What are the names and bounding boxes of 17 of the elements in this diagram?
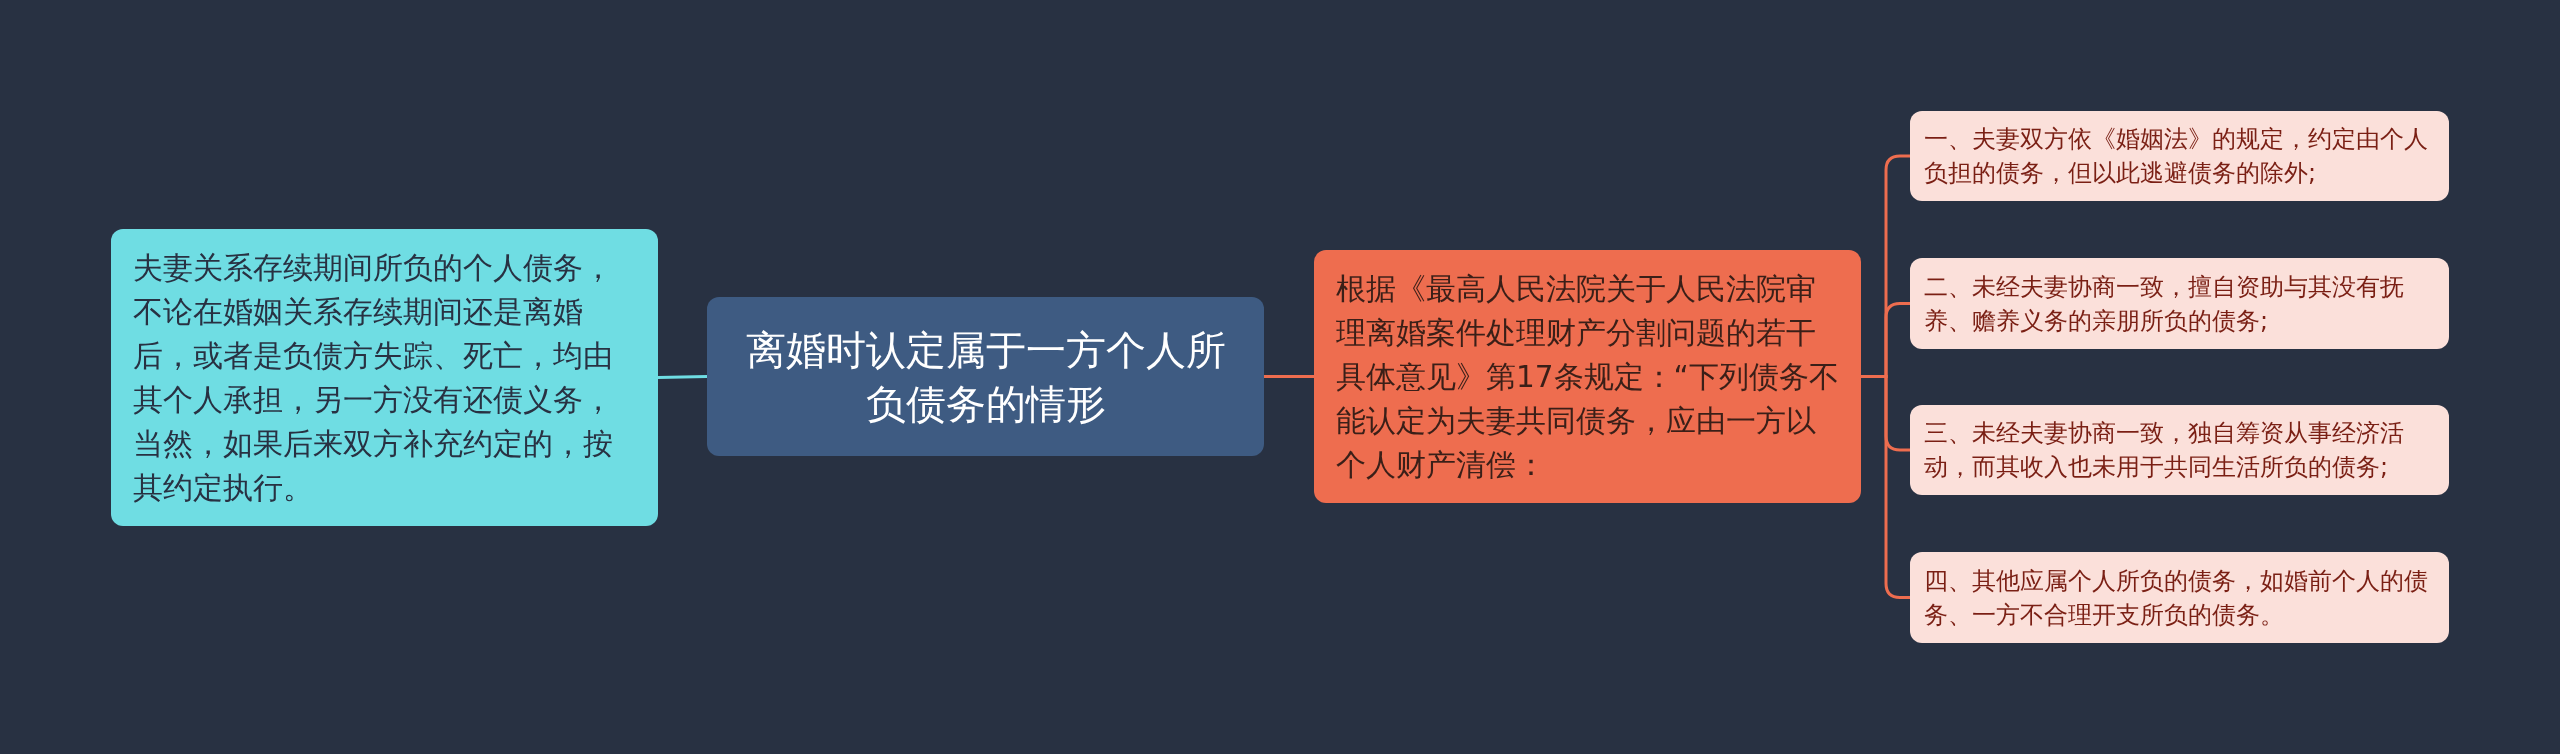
node-text: 离婚时认定属于一方个人所负债务的情形 [745,325,1226,429]
node-text: 三、未经夫妻协商一致，独自筹资从事经济活动，而其收入也未用于共同生活所负的债务; [1924,418,2405,483]
node-text: 四、其他应属个人所负的债务，如婚前个人的债务、一方不合理开支所负的债务。 [1924,565,2429,631]
item-box [1910,405,2449,495]
connector-line [1264,375,1314,378]
node-text: 一、夫妻双方依《婚姻法》的规定，约定由个人负担的债务，但以此逃避债务的除外; [1924,124,2429,189]
connector-line [657,375,708,379]
note-box [111,229,658,526]
item-box [1910,258,2449,349]
node-text: 二、未经夫妻协商一致，擅自资助与其没有抚养、赡养义务的亲朋所负的债务; [1924,271,2405,337]
item-box [1910,111,2449,201]
node-text: 根据《最高人民法院关于人民法院审理离婚案件处理财产分割问题的若干具体意见》第17条规定：“下列债务不能认定为夫妻共同债务，应由一方以个人财产清偿： [1336,270,1839,484]
connector-line [1861,375,1910,599]
topic-box [707,297,1264,456]
quote-box [1314,250,1861,503]
item-box [1910,552,2449,643]
node-text: 夫妻关系存续期间所负的个人债务，不论在婚姻关系存续期间还是离婚后，或者是负债方失踪、死亡，均由其个人承担，另一方没有还债义务，当然，如果后来双方补充约定的，按其约定执行。 [133,249,614,507]
